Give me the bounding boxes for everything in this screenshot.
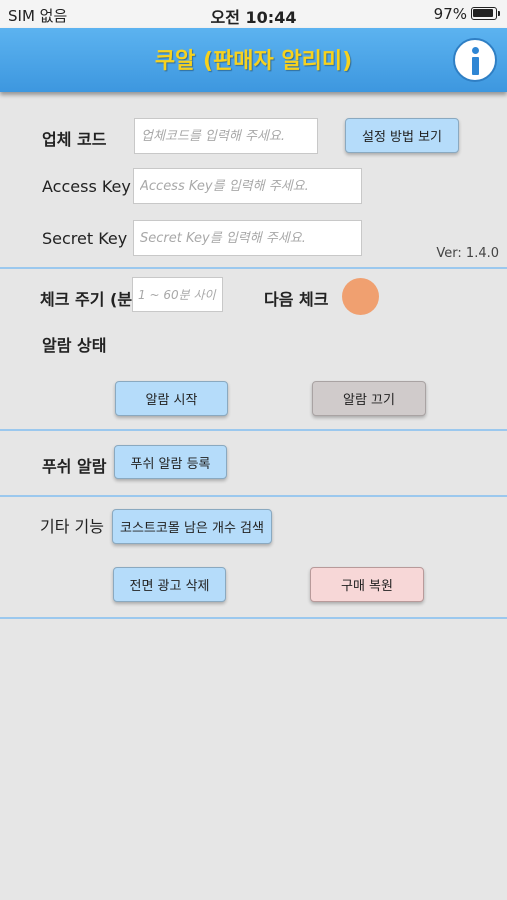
section-divider — [0, 495, 507, 497]
remove-ads-button[interactable]: 전면 광고 삭제 — [113, 567, 226, 602]
alarm-start-button[interactable]: 알람 시작 — [115, 381, 228, 416]
restore-purchase-button[interactable]: 구매 복원 — [310, 567, 424, 602]
section-divider — [0, 267, 507, 269]
info-button[interactable] — [453, 38, 497, 82]
access-key-label: Access Key — [42, 177, 131, 196]
status-bar: SIM 없음 오전 10:44 97% — [0, 0, 507, 28]
section-divider — [0, 429, 507, 431]
app-header: 쿠알 (판매자 알리미) — [0, 28, 507, 92]
company-code-input[interactable] — [134, 118, 318, 154]
access-key-input[interactable] — [133, 168, 362, 204]
check-interval-label: 체크 주기 (분) — [40, 290, 140, 309]
battery-percent: 97% — [433, 5, 467, 23]
push-alarm-label: 푸쉬 알람 — [42, 457, 107, 476]
secret-key-label: Secret Key — [42, 229, 128, 248]
alarm-stop-button[interactable]: 알람 끄기 — [312, 381, 426, 416]
section-divider — [0, 617, 507, 619]
setup-guide-button[interactable]: 설정 방법 보기 — [345, 118, 459, 153]
carrier-label: SIM 없음 — [8, 7, 68, 25]
next-check-indicator — [342, 278, 379, 315]
alarm-status-label: 알람 상태 — [42, 336, 107, 355]
costco-search-button[interactable]: 코스트코몰 남은 개수 검색 — [112, 509, 272, 544]
check-interval-input[interactable] — [132, 277, 223, 312]
push-register-button[interactable]: 푸쉬 알람 등록 — [114, 445, 227, 479]
extra-features-label: 기타 기능 — [40, 517, 104, 536]
version-label: Ver: 1.4.0 — [436, 246, 499, 261]
secret-key-input[interactable] — [133, 220, 362, 256]
battery-icon — [471, 7, 500, 20]
page-title: 쿠알 (판매자 알리미) — [154, 49, 353, 74]
clock: 오전 10:44 — [210, 8, 297, 27]
next-check-label: 다음 체크 — [264, 290, 329, 309]
company-code-label: 업체 코드 — [42, 130, 107, 149]
